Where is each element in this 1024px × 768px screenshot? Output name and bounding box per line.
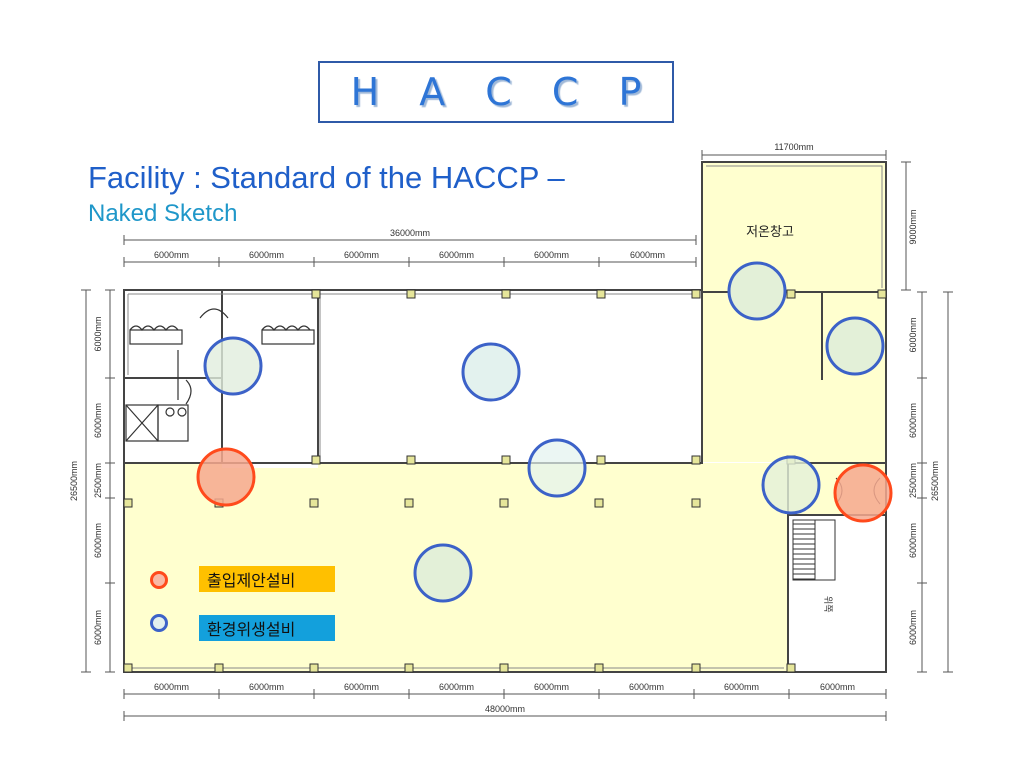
bottom-segment-labels: 6000mm 6000mm 6000mm 6000mm 6000mm 6000mm 6000… <box>154 682 855 692</box>
dim-segment-label: 6000mm <box>439 682 474 692</box>
column-marker <box>123 498 133 508</box>
cold-storage-area <box>702 162 886 292</box>
dim-bottom-total: 48000mm <box>485 704 525 714</box>
dim-segment-label: 6000mm <box>629 682 664 692</box>
dim-segment-label: 2500mm <box>93 463 103 498</box>
dim-segment-label: 6000mm <box>93 403 103 438</box>
dim-segment-label: 6000mm <box>908 317 918 352</box>
column-marker <box>501 289 511 299</box>
column-marker <box>786 289 796 299</box>
hygiene-marker <box>761 455 821 515</box>
dim-segment-label: 6000mm <box>534 682 569 692</box>
title-box: H A C C P <box>318 61 674 123</box>
dim-segment-label: 2500mm <box>908 463 918 498</box>
legend-hygiene-icon <box>150 614 168 632</box>
dim-segment-label: 6000mm <box>249 250 284 260</box>
column-marker <box>309 498 319 508</box>
dim-segment-label: 6000mm <box>724 682 759 692</box>
dim-segment-label: 6000mm <box>93 523 103 558</box>
access-restriction-marker <box>833 463 893 523</box>
access-restriction-marker <box>196 447 256 507</box>
stair-label: 위쪽 <box>823 596 833 613</box>
column-marker <box>877 289 887 299</box>
column-marker <box>404 498 414 508</box>
hygiene-marker <box>727 261 787 321</box>
hygiene-marker <box>413 543 473 603</box>
dim-segment-label: 6000mm <box>154 682 189 692</box>
column-marker <box>596 455 606 465</box>
restroom-fixtures <box>125 308 315 442</box>
facility-markers <box>196 261 893 603</box>
column-marker <box>594 663 604 673</box>
dim-segment-label: 6000mm <box>630 250 665 260</box>
legend-restrict-icon <box>150 571 168 589</box>
dim-segment-label: 6000mm <box>820 682 855 692</box>
column-marker <box>311 455 321 465</box>
dim-right-outer-top: 9000mm <box>908 209 918 244</box>
hygiene-marker <box>825 316 885 376</box>
right-segment-labels: 6000mm 6000mm 2500mm 6000mm 6000mm <box>908 317 918 645</box>
column-marker <box>311 289 321 299</box>
column-marker <box>499 663 509 673</box>
subheading: Naked Sketch <box>88 200 238 227</box>
column-marker <box>404 663 414 673</box>
column-marker <box>691 455 701 465</box>
page-title: H A C C P <box>350 70 656 114</box>
hygiene-marker <box>461 342 521 402</box>
dim-segment-label: 6000mm <box>249 682 284 692</box>
dim-segment-label: 6000mm <box>154 250 189 260</box>
left-segment-labels: 6000mm 6000mm 2500mm 6000mm 6000mm <box>93 316 103 645</box>
column-marker <box>691 289 701 299</box>
staircase <box>792 519 836 581</box>
hygiene-marker <box>527 438 587 498</box>
column-marker <box>406 455 416 465</box>
column-marker <box>123 663 133 673</box>
dim-segment-label: 6000mm <box>93 610 103 645</box>
dimension-lines <box>81 150 953 721</box>
dim-segment-label: 6000mm <box>344 250 379 260</box>
dim-segment-label: 6000mm <box>908 403 918 438</box>
column-marker <box>596 289 606 299</box>
hygiene-marker <box>203 336 263 396</box>
dim-segment-label: 6000mm <box>908 523 918 558</box>
legend-hygiene-label: 환경위생설비 <box>199 615 335 641</box>
cold-storage-label: 저온창고 <box>746 225 794 240</box>
dim-right-top-width: 11700mm <box>774 142 813 152</box>
column-marker <box>691 663 701 673</box>
column-marker <box>309 663 319 673</box>
legend-restrict-label: 출입제안설비 <box>199 566 335 592</box>
heading: Facility : Standard of the HACCP – <box>88 160 565 195</box>
column-marker <box>214 663 224 673</box>
dim-segment-label: 6000mm <box>93 316 103 351</box>
column-marker <box>501 455 511 465</box>
column-marker <box>406 289 416 299</box>
dim-segment-label: 6000mm <box>534 250 569 260</box>
column-marker <box>594 498 604 508</box>
dim-segment-label: 6000mm <box>439 250 474 260</box>
column-marker <box>786 663 796 673</box>
dim-segment-label: 6000mm <box>908 610 918 645</box>
top-segment-labels: 6000mm 6000mm 6000mm 6000mm 6000mm 6000mm <box>154 250 665 260</box>
dim-segment-label: 6000mm <box>344 682 379 692</box>
dim-top-total: 36000mm <box>390 228 430 238</box>
column-marker <box>499 498 509 508</box>
dim-right-total: 26500mm <box>930 461 940 501</box>
column-marker <box>691 498 701 508</box>
dim-left-total: 26500mm <box>69 461 79 501</box>
